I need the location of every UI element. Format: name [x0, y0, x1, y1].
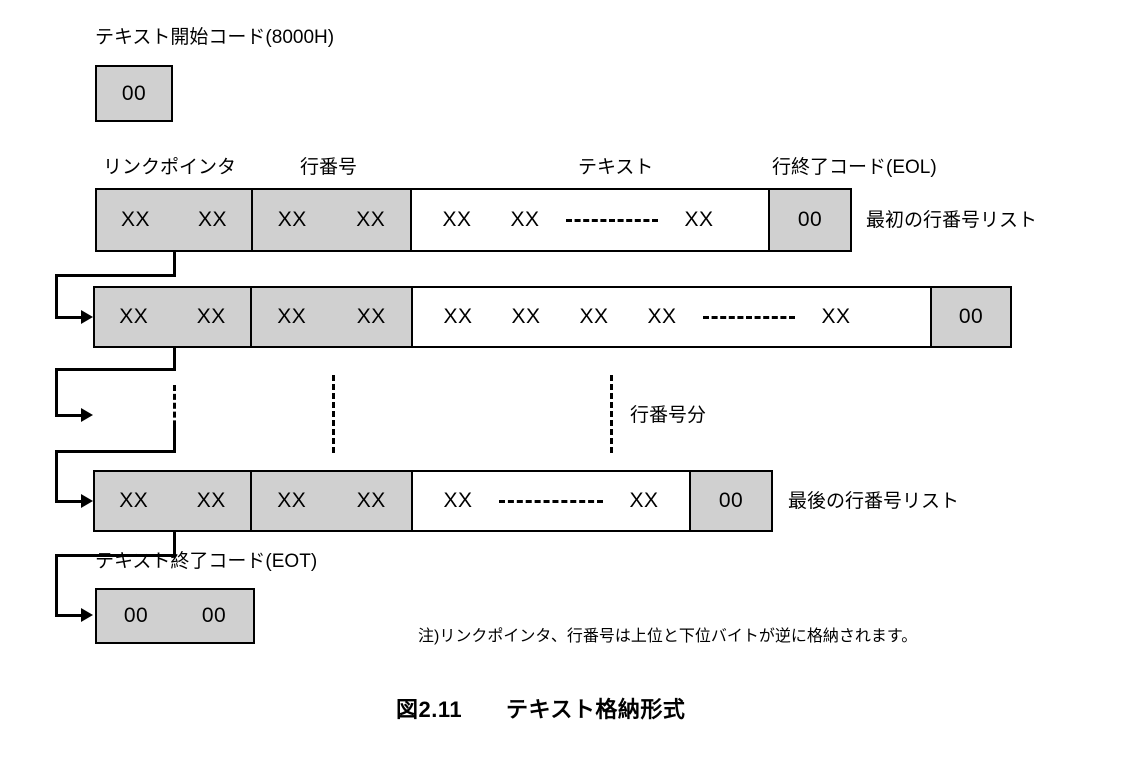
byte: 00 — [718, 489, 744, 512]
connector-4-right — [55, 614, 83, 617]
connector-3-left — [55, 450, 176, 453]
byte: XX — [579, 305, 609, 328]
connector-1-down-a — [173, 252, 176, 276]
row1-text-cell: XX XX XX — [412, 188, 770, 252]
text-continuation-dots — [499, 499, 603, 503]
byte: XX — [196, 489, 226, 512]
connector-4-down-a — [173, 532, 176, 556]
byte: XX — [443, 305, 473, 328]
byte: 00 — [958, 305, 984, 328]
byte: XX — [442, 208, 472, 231]
start-code-byte: 00 — [121, 81, 147, 105]
connector-4-arrowhead — [81, 608, 93, 622]
byte: XX — [511, 305, 541, 328]
byte: XX — [356, 305, 386, 328]
connector-1-arrowhead — [81, 310, 93, 324]
row2-link-pointer-cell: XX XX — [93, 286, 252, 348]
ellipsis-divider-2 — [332, 375, 335, 453]
row3-label: 最後の行番号リスト — [788, 491, 960, 512]
row2-line-number-cell: XX XX — [252, 286, 413, 348]
end-code-label: テキスト終了コード(EOT) — [95, 551, 318, 572]
connector-2-down-a — [173, 348, 176, 370]
header-eol: 行終了コード(EOL) — [772, 157, 937, 178]
byte: XX — [356, 208, 386, 231]
connector-1-down-b — [55, 274, 58, 318]
row3-line-number-cell: XX XX — [252, 470, 413, 532]
byte: XX — [277, 208, 307, 231]
figure-caption-title: テキスト格納形式 — [506, 697, 686, 722]
connector-2-left — [55, 368, 176, 371]
connector-4-down-b — [55, 554, 58, 616]
header-line-number: 行番号 — [300, 157, 358, 178]
figure-note: 注)リンクポインタ、行番号は上位と下位バイトが逆に格納されます。 — [418, 628, 918, 645]
byte: XX — [119, 489, 149, 512]
byte: XX — [356, 489, 386, 512]
row3-text-cell: XX XX — [413, 470, 691, 532]
header-link-pointer: リンクポインタ — [103, 157, 237, 178]
byte: XX — [119, 305, 149, 328]
middle-row-label: 行番号分 — [630, 405, 707, 426]
row1-line-number-cell: XX XX — [253, 188, 412, 252]
connector-3-right — [55, 500, 83, 503]
row2-text-cell: XX XX XX XX XX — [413, 286, 932, 348]
start-code-box: 00 — [95, 65, 173, 122]
end-code-byte-2: 00 — [201, 604, 227, 627]
start-code-label: テキスト開始コード(8000H) — [95, 27, 335, 48]
byte: 00 — [797, 208, 823, 231]
byte: XX — [647, 305, 677, 328]
row3-eol-cell: 00 — [691, 470, 773, 532]
row3-link-pointer-cell: XX XX — [93, 470, 252, 532]
byte: XX — [120, 208, 150, 231]
ellipsis-divider-3 — [610, 375, 613, 453]
row1-label: 最初の行番号リスト — [866, 210, 1038, 231]
byte: XX — [684, 208, 714, 231]
byte: XX — [510, 208, 540, 231]
row2-eol-cell: 00 — [932, 286, 1012, 348]
row1-eol-cell: 00 — [770, 188, 852, 252]
text-continuation-dots — [703, 315, 795, 319]
text-continuation-dots — [566, 218, 658, 222]
connector-3-down-b — [55, 450, 58, 502]
byte: XX — [629, 489, 659, 512]
connector-2-arrowhead — [81, 408, 93, 422]
row1-link-pointer-cell: XX XX — [95, 188, 253, 252]
header-text: テキスト — [578, 157, 654, 178]
connector-1-right — [55, 316, 83, 319]
connector-4-left — [55, 554, 176, 557]
byte: XX — [821, 305, 851, 328]
byte: XX — [277, 305, 307, 328]
figure-caption-number: 図2.11 — [396, 697, 463, 722]
byte: XX — [197, 208, 227, 231]
connector-3-arrowhead — [81, 494, 93, 508]
end-code-box: 00 00 — [95, 588, 255, 644]
byte: XX — [443, 489, 473, 512]
end-code-byte-1: 00 — [123, 604, 149, 627]
byte: XX — [196, 305, 226, 328]
connector-2-down-b — [55, 368, 58, 416]
connector-1-left — [55, 274, 176, 277]
ellipsis-divider-1 — [173, 385, 176, 453]
byte: XX — [277, 489, 307, 512]
connector-2-right — [55, 414, 83, 417]
connector-3-down-a — [173, 424, 176, 452]
